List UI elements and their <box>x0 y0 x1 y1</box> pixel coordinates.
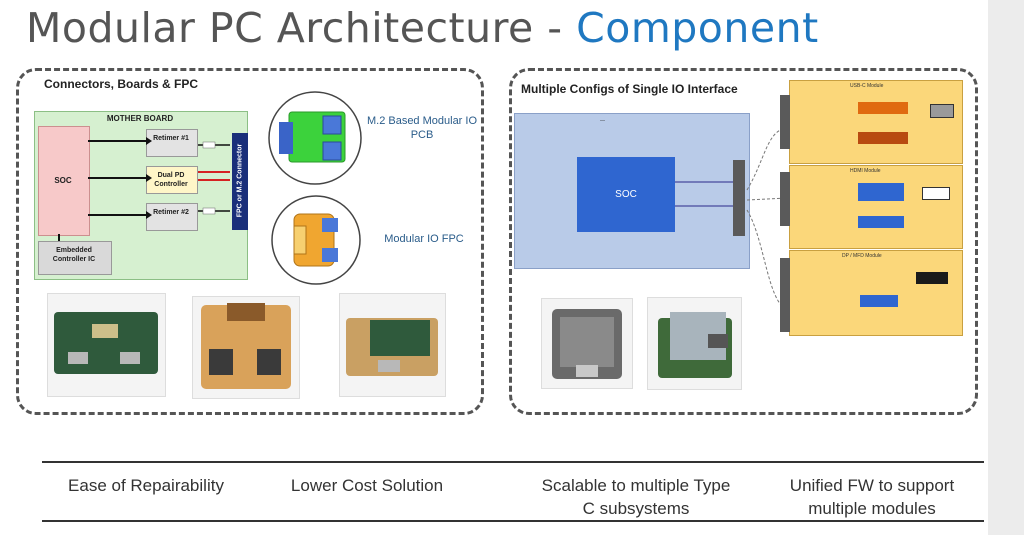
configs-panel <box>509 68 978 415</box>
modular-io-fpc-illustration <box>271 195 361 285</box>
io-board-photo-3 <box>339 293 446 397</box>
retimer-1-block <box>146 129 198 157</box>
features-top-rule <box>42 461 984 463</box>
connectors-panel-heading: Connectors, Boards & FPC <box>44 77 199 91</box>
feature-scalable: Scalable to multiple Type C subsystems <box>541 476 731 518</box>
io-board-photo-1 <box>47 293 166 397</box>
connectors-panel <box>16 68 484 415</box>
soc-block <box>38 126 90 236</box>
soc-block-right <box>577 157 675 232</box>
host-platform-label: — <box>600 118 605 124</box>
dp-module-connector <box>780 258 790 332</box>
dp-module-card <box>789 250 963 336</box>
dp-module-title: DP / MFD Module <box>842 253 882 259</box>
embedded-controller-label: Embedded Controller IC <box>52 247 96 263</box>
side-strip <box>988 0 1024 535</box>
usbc-module-title: USB-C Module <box>850 83 884 89</box>
soc-to-connector-links <box>675 181 733 207</box>
modular-io-fpc-caption: Modular IO FPC <box>384 233 464 245</box>
pd-controller-label: Dual PD Controller <box>154 172 188 188</box>
m2-io-pcb-illustration <box>268 91 362 185</box>
hdmi-port-icon <box>922 187 950 200</box>
usbc-module-card <box>789 80 963 164</box>
soc-label: SOC <box>54 176 72 185</box>
usbc-module-connector <box>780 95 790 149</box>
feature-unified-fw: Unified FW to support multiple modules <box>789 476 955 518</box>
io-connector-right <box>733 160 745 236</box>
module-photo-2 <box>647 297 742 390</box>
module-photo-1 <box>541 298 633 389</box>
hdmi-module-title: HDMI Module <box>850 168 881 174</box>
hdmi-eeprom-chip <box>858 216 904 228</box>
retimer-1-label: Retimer #1 <box>153 135 189 142</box>
motherboard-links <box>58 137 230 241</box>
soc-label-right: SOC <box>615 189 637 200</box>
title-accent: Component <box>576 4 819 52</box>
features-bottom-rule <box>42 520 984 522</box>
usbc-pd-chip <box>858 132 908 144</box>
dp-port-icon <box>916 272 948 284</box>
title-main: Modular PC Architecture - <box>26 4 577 52</box>
embedded-controller-block <box>38 241 112 275</box>
usbc-retimer-chip <box>858 102 908 114</box>
dp-eeprom-chip <box>860 295 898 307</box>
feature-repairability: Ease of Repairability <box>68 476 224 495</box>
configs-panel-heading: Multiple Configs of Single IO Interface <box>521 82 738 96</box>
io-board-photo-2 <box>192 296 300 399</box>
slide-title: Modular PC Architecture - Component <box>26 4 819 52</box>
usbc-port-icon <box>930 104 954 118</box>
hdmi-driver-chip <box>858 183 904 201</box>
feature-lower-cost: Lower Cost Solution <box>290 476 444 495</box>
retimer-2-label: Retimer #2 <box>153 209 189 216</box>
hdmi-module-connector <box>780 172 790 226</box>
host-platform <box>514 113 750 269</box>
motherboard-title: MOTHER BOARD <box>106 114 174 123</box>
hdmi-module-card <box>789 165 963 249</box>
m2-io-pcb-caption: M.2 Based Modular IO PCB <box>366 115 478 141</box>
fpc-connector-block <box>232 133 248 230</box>
